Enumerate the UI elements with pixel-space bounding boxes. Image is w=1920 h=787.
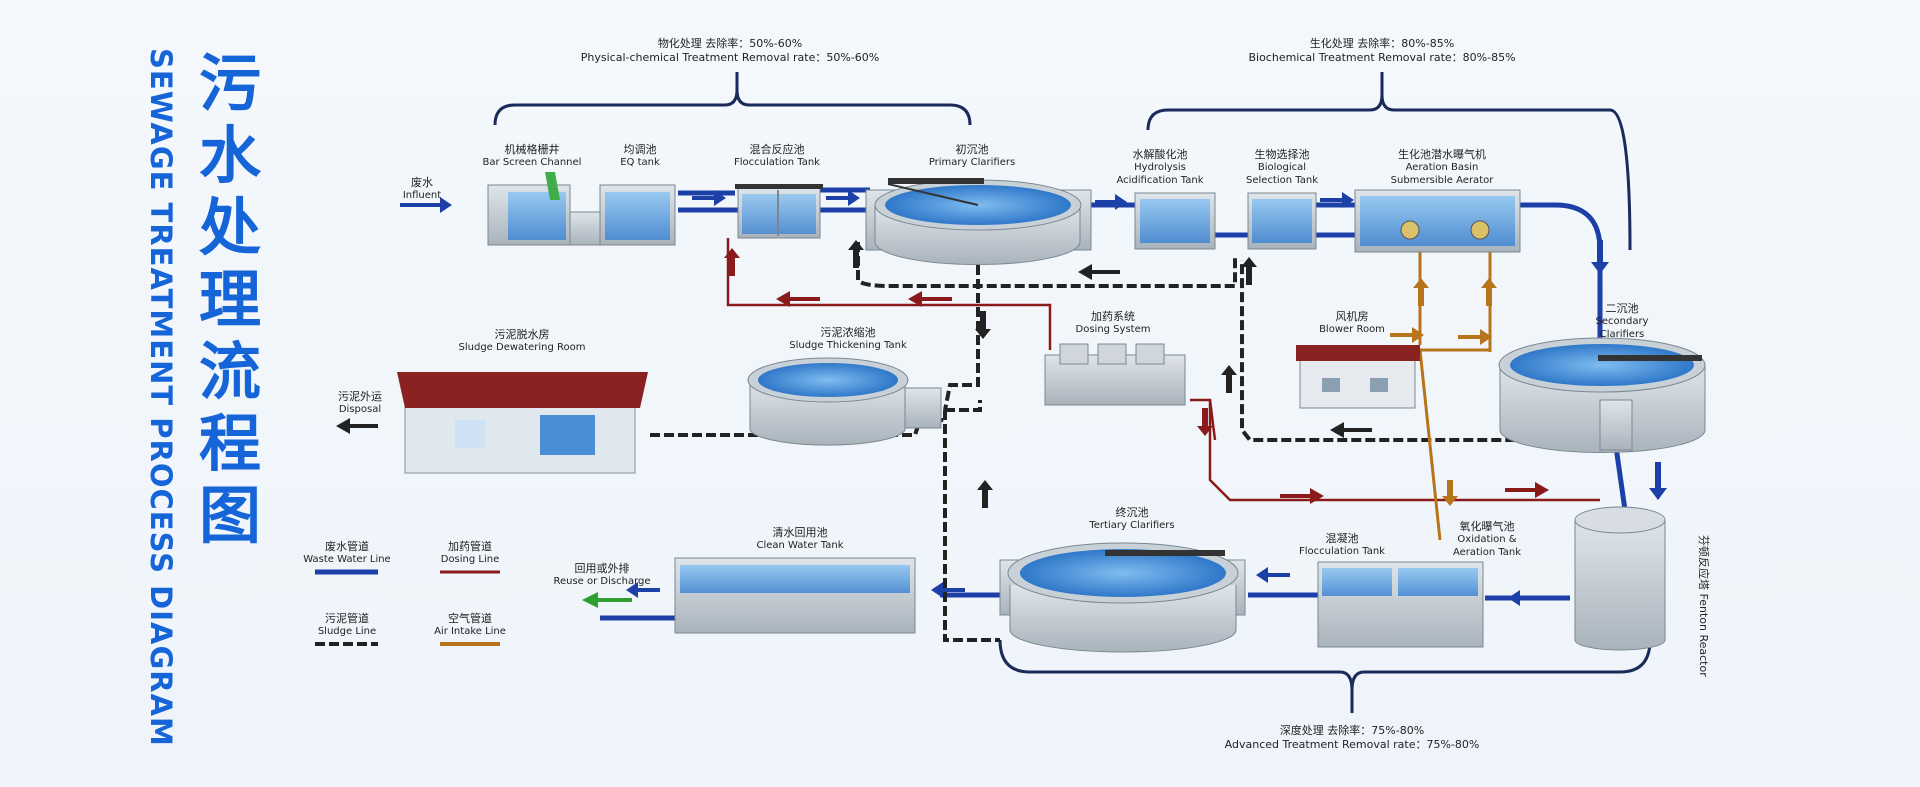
brace-biochemical bbox=[1146, 72, 1632, 251]
arrow-dosing-2 bbox=[908, 291, 952, 307]
bar-screen-eq-tank bbox=[487, 172, 676, 246]
tertiary-clarifier bbox=[999, 542, 1246, 653]
blower-room bbox=[1296, 345, 1420, 409]
title-chinese: 污水处理流程图 bbox=[198, 47, 261, 552]
arrow-influent bbox=[400, 197, 452, 213]
brace-physical bbox=[493, 72, 972, 126]
hydrolysis-tank bbox=[1134, 192, 1216, 250]
label-fenton: 芬顿反应塔 Fenton Reactor bbox=[1697, 535, 1710, 677]
arrow-water-5 bbox=[1591, 240, 1609, 274]
arrow-water-7 bbox=[1508, 590, 1542, 606]
arrow-reuse bbox=[582, 592, 632, 608]
stage-physical-label: 物化处理 去除率：50%-60%Physical-chemical Treatm… bbox=[580, 37, 880, 64]
primary-clarifier bbox=[865, 178, 1092, 266]
arrow-sludge-5 bbox=[977, 480, 993, 508]
dosing-system bbox=[1044, 343, 1186, 406]
arrow-dosing-1 bbox=[776, 291, 820, 307]
arrow-sludge-4 bbox=[848, 240, 864, 268]
flocculation-tank-2 bbox=[1317, 561, 1484, 648]
arrow-dosing-3 bbox=[724, 248, 740, 276]
flocculation-tank-1 bbox=[735, 184, 823, 239]
arrow-water-8 bbox=[1256, 567, 1290, 583]
arrow-sludge-3 bbox=[975, 311, 991, 339]
arrow-air-3 bbox=[1390, 327, 1424, 343]
arrow-dosing-6 bbox=[1505, 482, 1549, 498]
legend-lines bbox=[315, 569, 500, 646]
arrow-sludge-7 bbox=[1221, 365, 1237, 393]
stage-biochemical-label: 生化处理 去除率：80%-85%Biochemical Treatment Re… bbox=[1248, 37, 1516, 64]
arrow-air-4 bbox=[1458, 329, 1492, 345]
clean-water-tank bbox=[674, 557, 916, 634]
arrow-water-10 bbox=[626, 582, 660, 598]
arrow-sludge-2 bbox=[1330, 422, 1372, 438]
secondary-clarifier bbox=[1498, 337, 1706, 454]
dosing-lines bbox=[726, 238, 1600, 502]
arrow-water-1 bbox=[692, 190, 726, 206]
stage-advanced-label: 深度处理 去除率：75%-80%Advanced Treatment Remov… bbox=[1224, 724, 1480, 751]
arrow-sludge-6 bbox=[1241, 257, 1257, 285]
flow-arrows bbox=[336, 190, 1667, 608]
arrow-water-2 bbox=[826, 190, 860, 206]
sludge-thickening-tank bbox=[747, 357, 942, 446]
arrow-water-9 bbox=[931, 582, 965, 598]
arrow-air-2 bbox=[1481, 278, 1497, 306]
arrow-dosing-4 bbox=[1197, 408, 1213, 436]
brace-advanced bbox=[998, 639, 1652, 713]
bio-selection-tank bbox=[1247, 192, 1317, 250]
arrow-water-3 bbox=[1095, 194, 1127, 210]
arrow-sludge-1 bbox=[1078, 264, 1120, 280]
arrow-air-5 bbox=[1442, 480, 1458, 506]
arrow-dosing-5 bbox=[1280, 488, 1324, 504]
fenton-reactor bbox=[1574, 506, 1666, 651]
sludge-dewatering-room bbox=[397, 372, 648, 474]
arrow-water-6 bbox=[1649, 462, 1667, 500]
arrow-disposal bbox=[336, 418, 378, 434]
aeration-basin bbox=[1354, 189, 1521, 253]
arrow-air-1 bbox=[1413, 278, 1429, 306]
arrow-water-4 bbox=[1320, 192, 1354, 208]
